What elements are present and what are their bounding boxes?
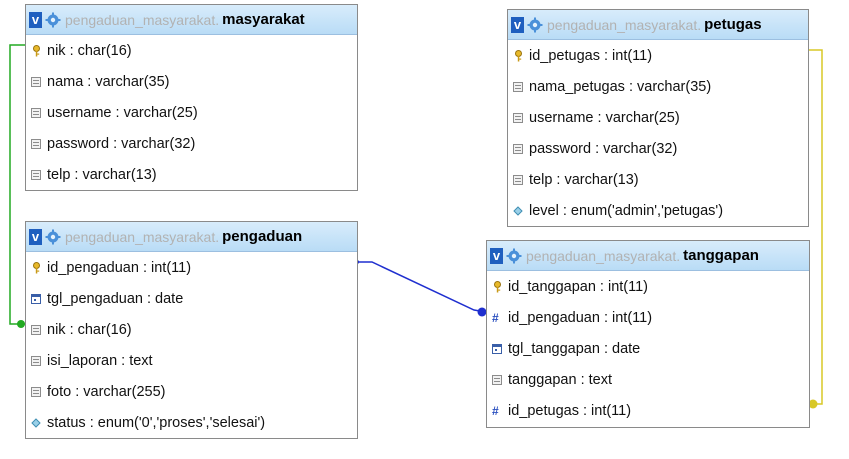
table-name: masyarakat	[222, 11, 305, 28]
column-label: isi_laporan : text	[47, 352, 153, 369]
table-masyarakat[interactable]: v pengaduan_masyarakat.masyarakat nik : ch…	[25, 4, 358, 191]
database-name: pengaduan_masyarakat.	[65, 11, 220, 28]
table-pengaduan[interactable]: v pengaduan_masyarakat.pengaduan id_pengad…	[25, 221, 358, 439]
toggle-view-icon[interactable]: v	[511, 16, 524, 33]
column-label: id_petugas : int(11)	[529, 47, 653, 64]
column-label: nik : char(16)	[47, 321, 132, 338]
relation-end-id-petugas	[808, 399, 818, 409]
column-label: password : varchar(32)	[47, 135, 196, 152]
column-row[interactable]: id_tanggapan : int(11)	[487, 271, 809, 302]
column-row[interactable]: telp : varchar(13)	[26, 159, 357, 190]
relation-line-id-pengaduan	[356, 261, 487, 313]
column-label: username : varchar(25)	[47, 104, 198, 121]
column-row[interactable]: tgl_tanggapan : date	[487, 333, 809, 364]
column-label: id_pengaduan : int(11)	[508, 309, 653, 326]
table-header[interactable]: v pengaduan_masyarakat.tanggapan	[487, 241, 809, 271]
gear-icon[interactable]	[45, 12, 65, 28]
column-row[interactable]: nama_petugas : varchar(35)	[508, 71, 808, 102]
gear-icon[interactable]	[506, 248, 526, 264]
table-name: tanggapan	[683, 247, 759, 264]
column-label: id_petugas : int(11)	[508, 402, 632, 419]
column-label: id_tanggapan : int(11)	[508, 278, 649, 295]
gear-icon[interactable]	[527, 17, 547, 33]
database-name: pengaduan_masyarakat.	[526, 247, 681, 264]
column-row[interactable]: foto : varchar(255)	[26, 376, 357, 407]
gear-icon[interactable]	[45, 229, 65, 245]
column-row[interactable]: status : enum('0','proses','selesai')	[26, 407, 357, 438]
table-header[interactable]: v pengaduan_masyarakat.pengaduan	[26, 222, 357, 252]
database-name: pengaduan_masyarakat.	[65, 228, 220, 245]
toggle-view-icon[interactable]: v	[29, 228, 42, 245]
column-row[interactable]: nik : char(16)	[26, 35, 357, 66]
table-tanggapan[interactable]: v pengaduan_masyarakat.tanggapan id_tangga…	[486, 240, 810, 428]
column-row[interactable]: password : varchar(32)	[508, 133, 808, 164]
column-row[interactable]: # id_petugas : int(11)	[487, 395, 809, 426]
column-label: foto : varchar(255)	[47, 383, 166, 400]
hash-icon: #	[492, 405, 502, 417]
column-row[interactable]: id_pengaduan : int(11)	[26, 252, 357, 283]
column-row[interactable]: username : varchar(25)	[508, 102, 808, 133]
column-icon	[31, 169, 41, 181]
column-icon	[31, 76, 41, 88]
table-name: pengaduan	[222, 228, 303, 245]
key-icon	[513, 49, 523, 62]
column-icon	[513, 112, 523, 124]
column-label: status : enum('0','proses','selesai')	[47, 414, 266, 431]
column-icon	[31, 107, 41, 119]
column-row[interactable]: id_petugas : int(11)	[508, 40, 808, 71]
table-header[interactable]: v pengaduan_masyarakat.masyarakat	[26, 5, 357, 35]
column-row[interactable]: nik : char(16)	[26, 314, 357, 345]
column-label: nama : varchar(35)	[47, 73, 170, 90]
table-header[interactable]: v pengaduan_masyarakat.petugas	[508, 10, 808, 40]
relation-end-id-pengaduan	[477, 307, 487, 317]
column-icon	[492, 374, 502, 386]
column-label: level : enum('admin','petugas')	[529, 202, 724, 219]
relation-end-nik	[17, 320, 25, 328]
toggle-view-icon[interactable]: v	[29, 11, 42, 28]
column-row[interactable]: isi_laporan : text	[26, 345, 357, 376]
date-icon	[492, 343, 502, 355]
column-icon	[31, 355, 41, 367]
key-icon	[31, 44, 41, 57]
column-label: password : varchar(32)	[529, 140, 678, 157]
column-row[interactable]: telp : varchar(13)	[508, 164, 808, 195]
database-name: pengaduan_masyarakat.	[547, 16, 702, 33]
column-label: telp : varchar(13)	[529, 171, 639, 188]
column-row[interactable]: tgl_pengaduan : date	[26, 283, 357, 314]
table-petugas[interactable]: v pengaduan_masyarakat.petugas id_petugas …	[507, 9, 809, 227]
column-row[interactable]: tanggapan : text	[487, 364, 809, 395]
column-label: nama_petugas : varchar(35)	[529, 78, 712, 95]
svg-text:#: #	[492, 312, 499, 323]
key-icon	[492, 280, 502, 293]
relation-line-nik	[9, 44, 25, 325]
column-row[interactable]: level : enum('admin','petugas')	[508, 195, 808, 226]
toggle-view-icon[interactable]: v	[490, 247, 503, 264]
column-label: username : varchar(25)	[529, 109, 680, 126]
column-icon	[513, 174, 523, 186]
relation-line-id-petugas	[809, 49, 823, 405]
column-label: tgl_pengaduan : date	[47, 290, 184, 307]
hash-icon: #	[492, 312, 502, 324]
column-label: tgl_tanggapan : date	[508, 340, 641, 357]
column-icon	[31, 324, 41, 336]
enum-icon	[513, 205, 523, 217]
enum-icon	[31, 417, 41, 429]
column-row[interactable]: password : varchar(32)	[26, 128, 357, 159]
column-label: telp : varchar(13)	[47, 166, 157, 183]
svg-text:#: #	[492, 405, 499, 416]
column-label: nik : char(16)	[47, 42, 132, 59]
key-icon	[31, 261, 41, 274]
column-label: id_pengaduan : int(11)	[47, 259, 192, 276]
column-icon	[513, 81, 523, 93]
table-name: petugas	[704, 16, 762, 33]
column-icon	[31, 138, 41, 150]
column-icon	[513, 143, 523, 155]
column-icon	[31, 386, 41, 398]
column-row[interactable]: nama : varchar(35)	[26, 66, 357, 97]
column-row[interactable]: username : varchar(25)	[26, 97, 357, 128]
column-row[interactable]: # id_pengaduan : int(11)	[487, 302, 809, 333]
date-icon	[31, 293, 41, 305]
column-label: tanggapan : text	[508, 371, 612, 388]
